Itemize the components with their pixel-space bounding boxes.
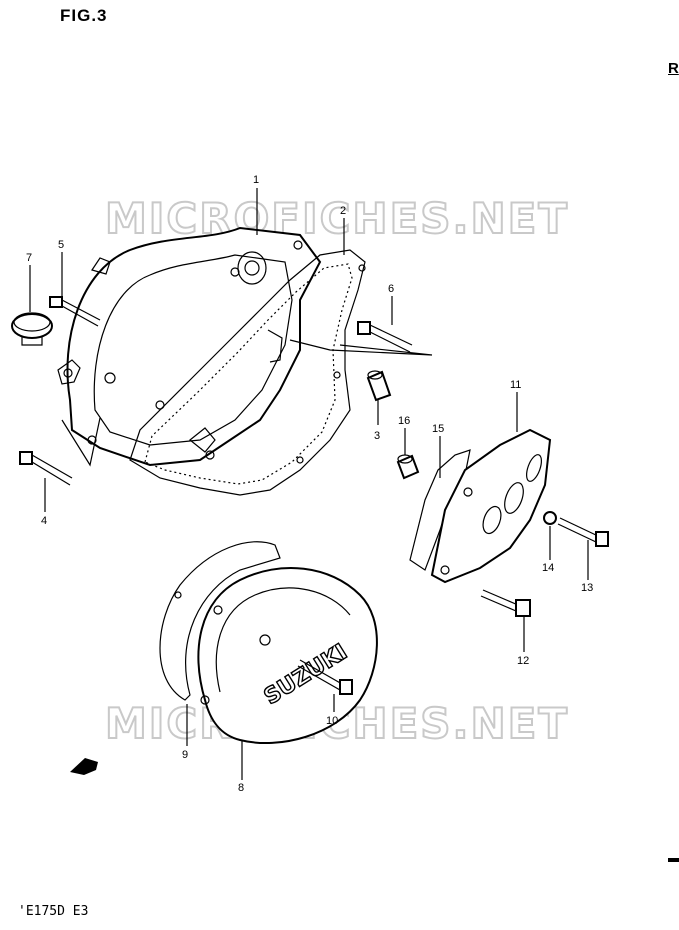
edge-letter: R [668, 60, 679, 77]
part-6-bolt [357, 321, 413, 353]
callout-16: 16 [398, 415, 410, 427]
callout-7: 7 [26, 252, 32, 264]
part-9-gasket [159, 541, 281, 701]
callout-10: 10 [326, 715, 338, 727]
part-5-bolt [49, 296, 101, 327]
callout-14: 14 [542, 562, 554, 574]
part-15-gasket [409, 449, 471, 571]
callout-4: 4 [41, 515, 47, 527]
callout-3: 3 [374, 430, 380, 442]
callout-11: 11 [510, 379, 521, 391]
part-4-bolt [19, 451, 73, 486]
part-7-oil-filler-cap [11, 312, 53, 346]
leader-lines [29, 188, 589, 780]
model-code: 'E175D E3 [18, 904, 89, 919]
callout-1: 1 [253, 174, 259, 186]
part-14-washer [543, 511, 557, 525]
part-12-bolt [480, 589, 531, 617]
part-13-bolt [557, 517, 609, 547]
callout-13: 13 [581, 582, 593, 594]
callout-6: 6 [388, 283, 394, 295]
part-16-dowel-pin [396, 454, 420, 480]
callout-2: 2 [340, 205, 346, 217]
callout-5: 5 [58, 239, 64, 251]
part-8-generator-cover: SUZUKI [197, 567, 378, 744]
callout-8: 8 [238, 782, 244, 794]
figure-title: FIG.3 [60, 6, 108, 25]
edge-mark [668, 858, 679, 862]
part-2-gasket [129, 249, 366, 496]
callout-12: 12 [517, 655, 529, 667]
forward-arrow-icon [70, 758, 98, 775]
part-1-crankcase-cover [57, 226, 322, 467]
part-3-dowel-pin [366, 370, 392, 402]
part-10-screw [297, 659, 353, 695]
watermark-top: MICROFICHES.NET [105, 194, 569, 243]
part-11-cover-plate [430, 428, 552, 584]
callout-9: 9 [182, 749, 188, 761]
callout-labels: 1 2 3 4 5 6 7 8 9 10 11 12 13 14 15 16 [26, 174, 593, 794]
callout-15: 15 [432, 423, 444, 435]
